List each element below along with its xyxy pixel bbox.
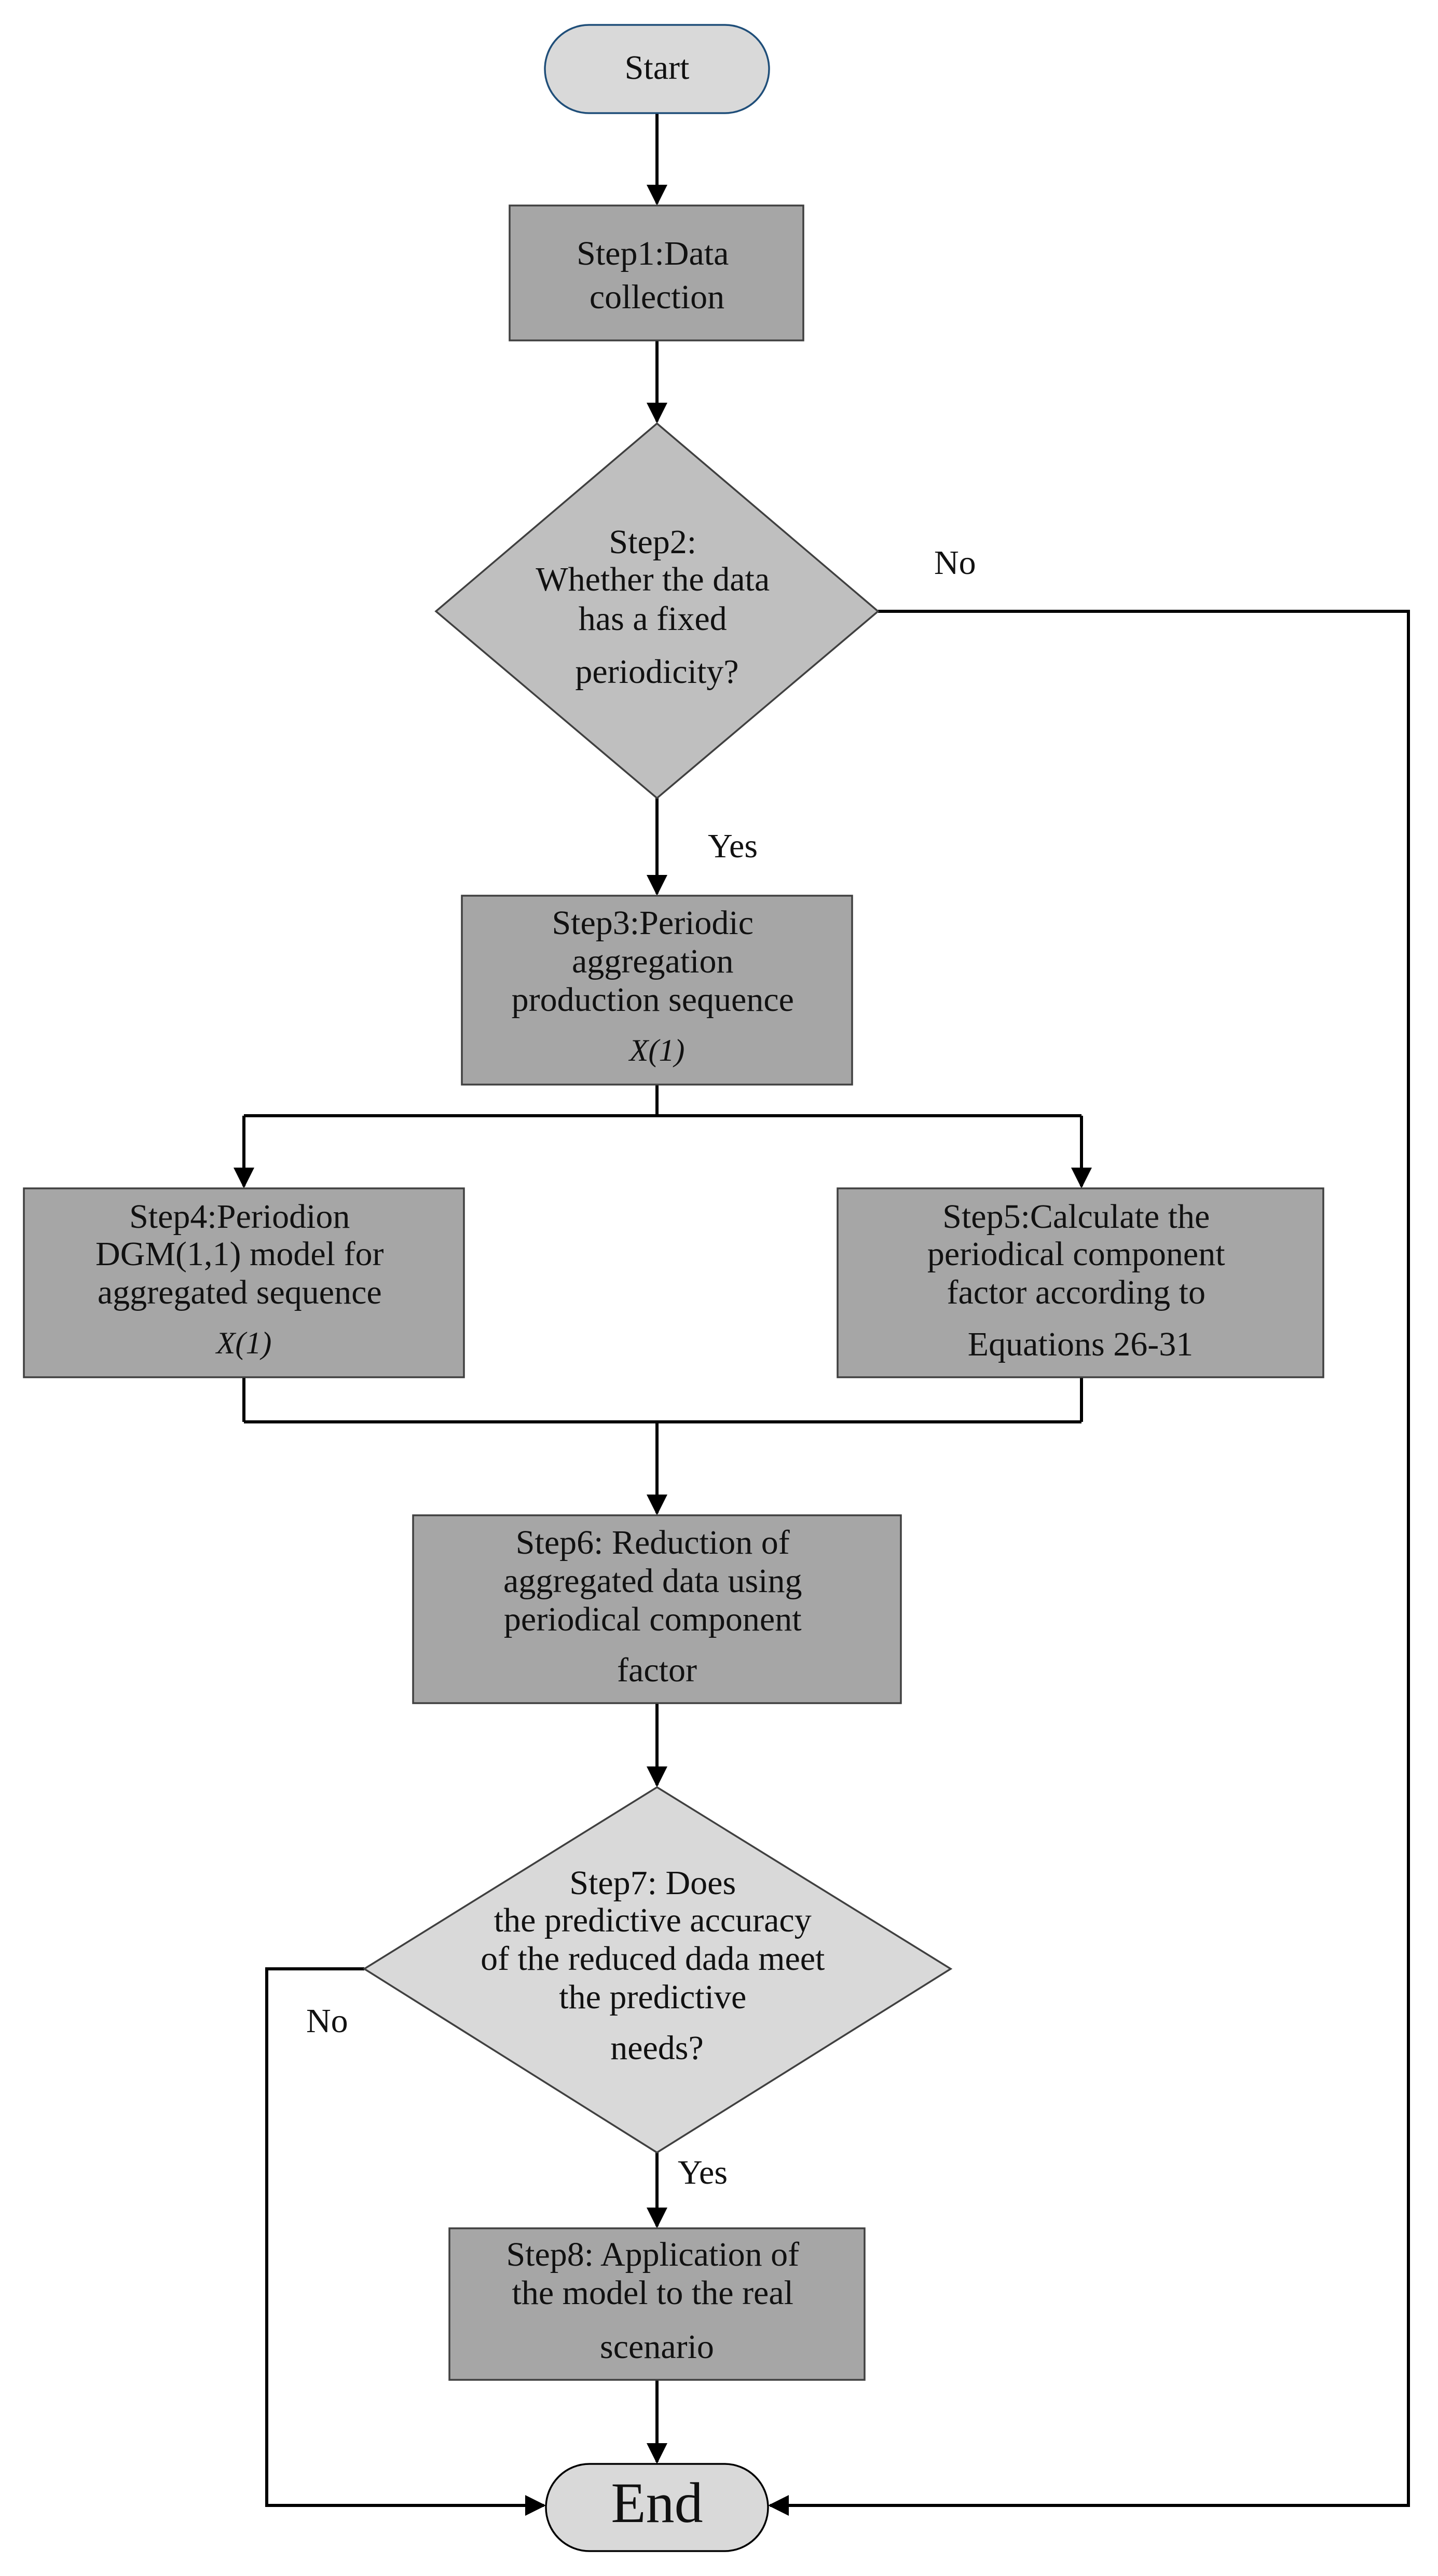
end-label: End <box>611 2471 703 2534</box>
start-terminal-shape <box>544 24 770 114</box>
step3-label: Step3:Periodic aggregation production se… <box>512 904 803 1067</box>
step8-label: Step8: Application of the model to the r… <box>506 2236 807 2366</box>
step5-label: Step5:Calculate the periodical component… <box>927 1198 1234 1363</box>
step7-yes-label: Yes <box>678 2154 728 2191</box>
step7-node: Step7: Does the predictive accuracy of t… <box>362 1786 953 2154</box>
start-node: Start <box>544 24 770 114</box>
step2-decision-shape <box>434 422 880 800</box>
edge-step2-end-no <box>768 610 1410 2516</box>
step3-node: Step3:Periodic aggregation production se… <box>461 895 853 1086</box>
step5-process-shape <box>837 1187 1324 1378</box>
end-node: End <box>545 2463 769 2552</box>
step8-node: Step8: Application of the model to the r… <box>448 2227 866 2381</box>
step2-yes-label: Yes <box>708 827 758 865</box>
edge-labels: No Yes No Yes <box>306 544 976 2191</box>
step4-label: Step4:Periodion DGM(1,1) model for aggre… <box>95 1198 392 1360</box>
step7-no-label: No <box>306 2002 348 2040</box>
step6-node: Step6: Reduction of aggregated data usin… <box>412 1514 902 1704</box>
start-label: Start <box>625 49 690 87</box>
edges <box>234 113 1410 2516</box>
step8-process-shape <box>448 2227 866 2381</box>
step7-decision-shape <box>362 1786 953 2154</box>
step6-label: Step6: Reduction of aggregated data usin… <box>503 1524 811 1689</box>
edge-step7-end-no <box>265 1967 546 2516</box>
step2-no-label: No <box>934 544 976 582</box>
end-terminal-shape <box>545 2463 769 2552</box>
step3-process-shape <box>461 895 853 1086</box>
step4-process-shape <box>23 1187 465 1378</box>
step6-process-shape <box>412 1514 902 1704</box>
step2-label: Step2: Whether the data has a fixed peri… <box>536 523 778 691</box>
step4-node: Step4:Periodion DGM(1,1) model for aggre… <box>23 1187 465 1378</box>
step1-process-shape <box>509 204 804 341</box>
step7-label: Step7: Does the predictive accuracy of t… <box>481 1864 833 2067</box>
step5-node: Step5:Calculate the periodical component… <box>837 1187 1324 1378</box>
step2-node: Step2: Whether the data has a fixed peri… <box>434 422 880 800</box>
step1-node: Step1:Data collection <box>509 204 804 341</box>
step1-label: Step1:Data collection <box>577 235 737 316</box>
